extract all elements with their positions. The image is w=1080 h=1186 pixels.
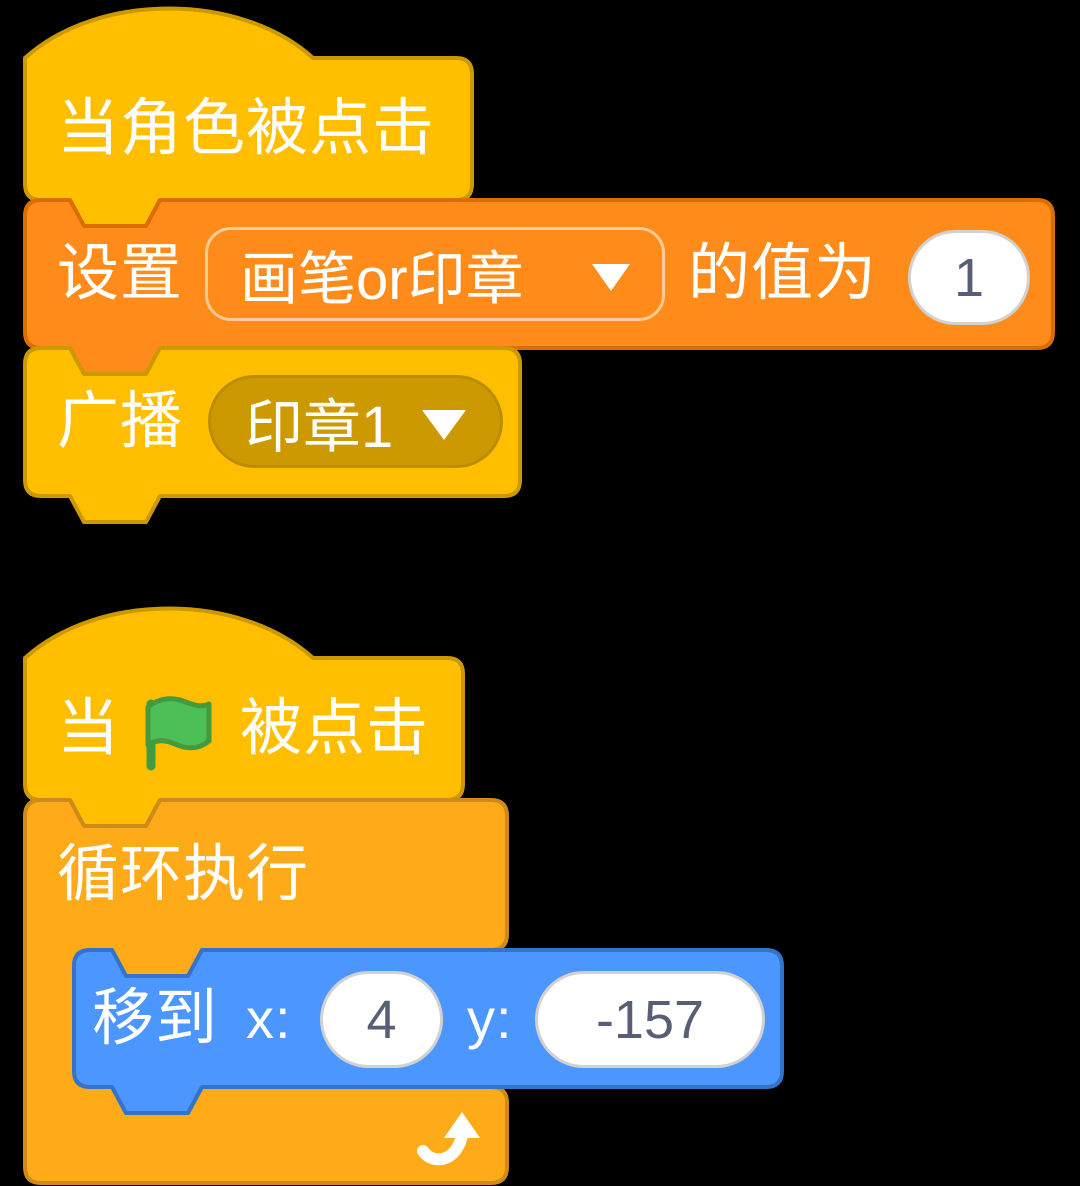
when-sprite-clicked-label: 当角色被点击 bbox=[57, 94, 436, 163]
chevron-down-icon bbox=[422, 409, 466, 440]
loop-arrow-head bbox=[444, 1112, 480, 1138]
variable-value-input[interactable]: 1 bbox=[908, 230, 1030, 325]
x-value-input[interactable]: 4 bbox=[320, 971, 443, 1068]
chevron-down-icon bbox=[592, 263, 630, 291]
goto-y-label: y: bbox=[467, 987, 513, 1050]
broadcast-message-value: 印章1 bbox=[245, 394, 394, 460]
flag-body bbox=[145, 696, 212, 751]
loop-arrow-icon bbox=[417, 1112, 480, 1166]
broadcast-label: 广播 bbox=[57, 387, 184, 456]
set-to-value-label: 的值为 bbox=[688, 239, 878, 308]
when-flag-prefix-label: 当 bbox=[57, 694, 121, 763]
y-value-input[interactable]: -157 bbox=[535, 971, 765, 1068]
variable-value-text: 1 bbox=[953, 247, 985, 308]
x-value-text: 4 bbox=[366, 989, 397, 1050]
broadcast-message-dropdown[interactable]: 印章1 bbox=[208, 375, 503, 468]
forever-label: 循环执行 bbox=[57, 840, 310, 909]
goto-label: 移到 bbox=[92, 984, 219, 1053]
variable-dropdown-value: 画笔or印章 bbox=[240, 247, 524, 312]
variable-dropdown[interactable]: 画笔or印章 bbox=[205, 227, 665, 321]
set-label: 设置 bbox=[57, 239, 184, 308]
goto-x-label: x: bbox=[246, 987, 292, 1050]
green-flag-icon bbox=[145, 696, 212, 771]
when-flag-suffix-label: 被点击 bbox=[240, 694, 430, 763]
y-value-text: -157 bbox=[595, 989, 705, 1050]
